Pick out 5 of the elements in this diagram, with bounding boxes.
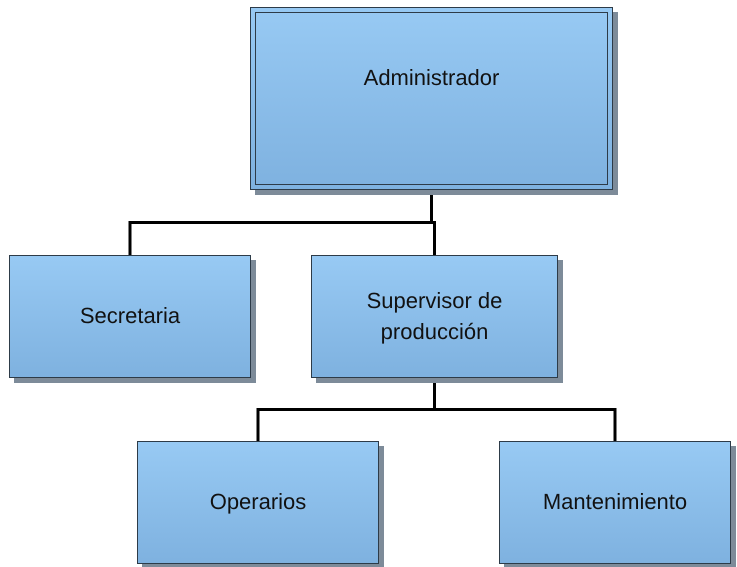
role-label: Supervisor de producción xyxy=(366,286,504,346)
role-label: Operarios xyxy=(210,488,306,516)
role-label: Administrador xyxy=(364,64,500,92)
role-label: Mantenimiento xyxy=(542,488,688,516)
role-label: Secretaria xyxy=(80,302,180,330)
